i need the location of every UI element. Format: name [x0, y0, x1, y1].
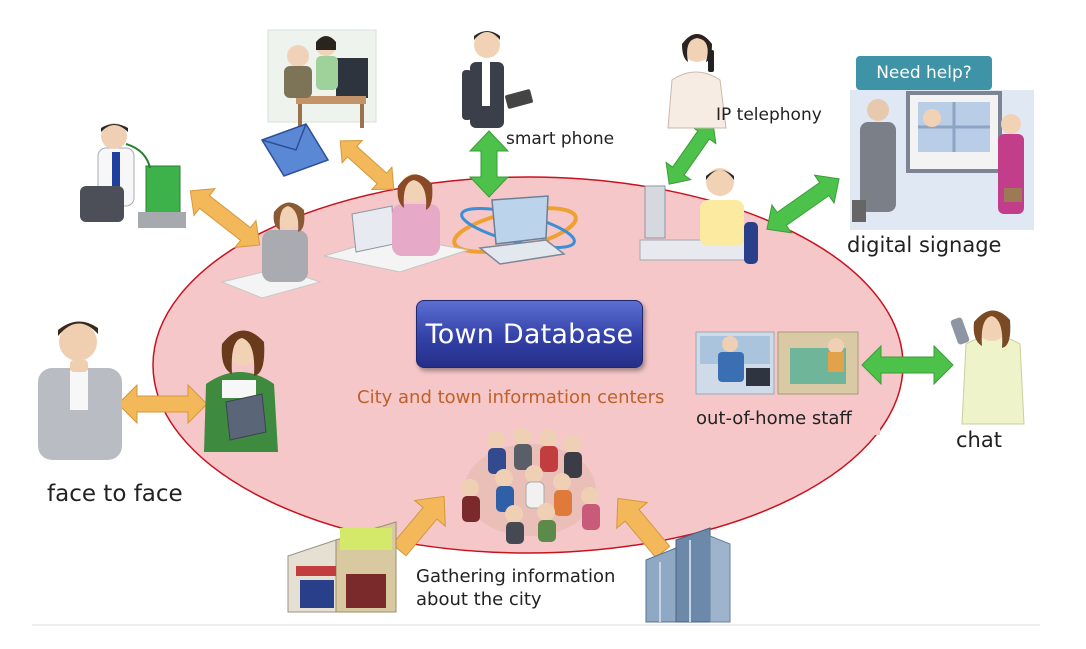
need-help-text: Need help?: [876, 63, 972, 83]
operator-figure: [639, 168, 758, 264]
arrow-telephone: [189, 187, 261, 249]
pc-user-figure: [267, 29, 377, 128]
arrow-chat: [861, 344, 954, 386]
laptop-woman-figure: [323, 174, 469, 273]
town-database-box: Town Database: [416, 300, 643, 368]
folder-woman-figure: [204, 330, 278, 452]
arrow-gathering-left: [391, 495, 446, 557]
gathering-label: Gathering information about the city: [416, 565, 615, 611]
chat-woman-figure: [950, 310, 1025, 425]
smartphone-user-figure: [462, 31, 533, 128]
need-help-bubble: Need help?: [856, 56, 992, 90]
skyscraper-icon: [645, 527, 731, 623]
chat-label: chat: [956, 428, 1002, 452]
out-of-home-staff-photos: [695, 331, 859, 395]
gathering-label-line-2: about the city: [416, 589, 542, 610]
gathering-label-line-1: Gathering information: [416, 566, 616, 587]
arrow-gathering-right: [616, 497, 671, 559]
face-to-face-label: face to face: [47, 481, 183, 507]
arrow-smart-phone: [468, 130, 510, 198]
digital-signage-kiosk: [850, 90, 1034, 230]
phone-woman-figure: [220, 202, 322, 299]
envelope-icon: [260, 123, 330, 177]
digital-signage-label: digital signage: [847, 233, 1002, 257]
arrow-digital-signage: [766, 174, 840, 234]
ip-telephony-woman-figure: [667, 34, 727, 129]
arrow-email: [339, 139, 395, 191]
shop-building-icon: [287, 521, 397, 613]
crowd-figure: [461, 427, 600, 544]
out-of-home-staff-label: out-of-home staff: [696, 407, 852, 429]
laptop-icon: [452, 195, 578, 265]
telephone-man-figure: [80, 123, 186, 228]
face-to-face-man-figure: [38, 321, 122, 460]
town-database-title: Town Database: [425, 318, 634, 350]
smart-phone-label: smart phone: [506, 129, 615, 149]
ip-telephony-label: IP telephony: [716, 105, 822, 125]
out-of-home-staff-label-box: out-of-home staff: [692, 401, 880, 435]
info-centers-label: City and town information centers: [357, 387, 665, 408]
